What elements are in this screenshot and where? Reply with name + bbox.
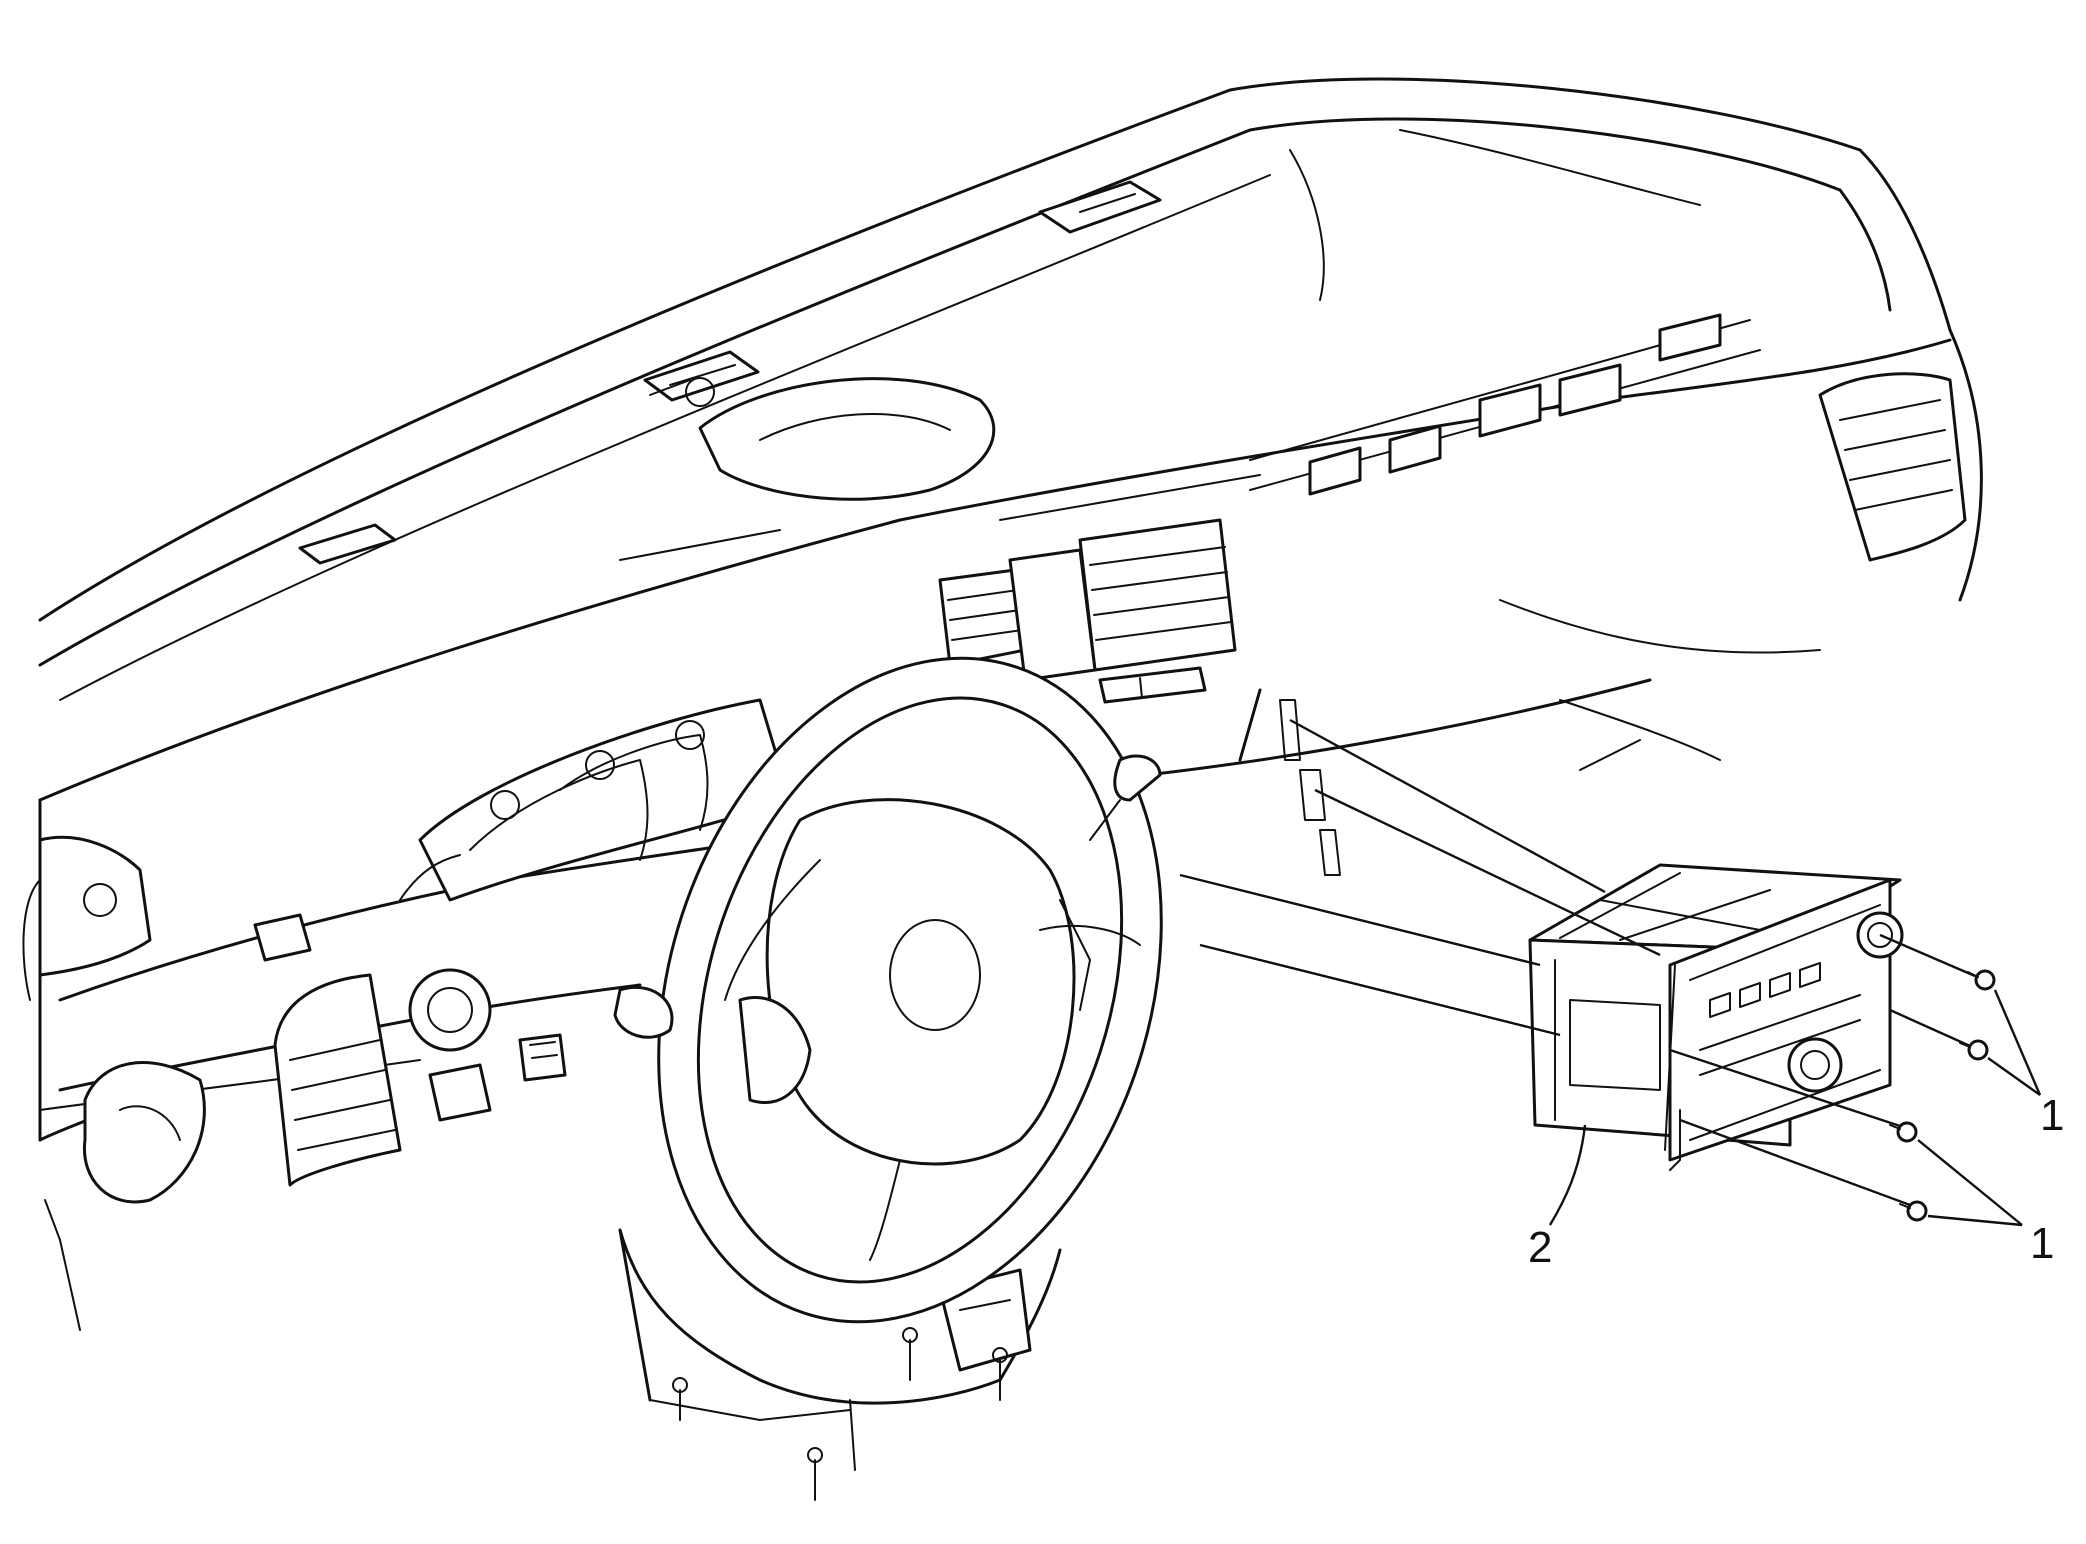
callout-screws-upper: 1 [2040, 1091, 2064, 1140]
screw [1889, 1121, 1918, 1143]
radio-screws [1889, 969, 1996, 1222]
column-mounting-bolts [672, 1327, 1008, 1501]
radio-assembly [1528, 863, 1904, 1171]
screw [1967, 969, 1996, 991]
instrument-panel-top-pad [38, 77, 1952, 701]
installation-leader-lines [1179, 718, 1976, 1207]
radio-mounting-bracket [1279, 699, 1341, 876]
headlamp-switch [253, 913, 567, 1122]
callout-leaders [1548, 989, 2042, 1227]
instrument-cluster [399, 698, 792, 902]
center-speaker-grille [649, 377, 996, 501]
screw [1899, 1200, 1928, 1222]
center-stack-vents [938, 518, 1237, 704]
callout-radio: 2 [1528, 1223, 1552, 1272]
steering-wheel [657, 656, 1163, 1324]
left-side-bracket [22, 798, 206, 1331]
defroster-grilles [298, 180, 1162, 565]
driver-side-vent [273, 973, 402, 1187]
turn-signal-stalk [613, 754, 1162, 1039]
upper-bracket-rail [1249, 313, 1761, 496]
passenger-side-vent [1818, 372, 1967, 562]
screw [1959, 1039, 1989, 1061]
callout-screws-lower: 1 [2030, 1219, 2054, 1268]
